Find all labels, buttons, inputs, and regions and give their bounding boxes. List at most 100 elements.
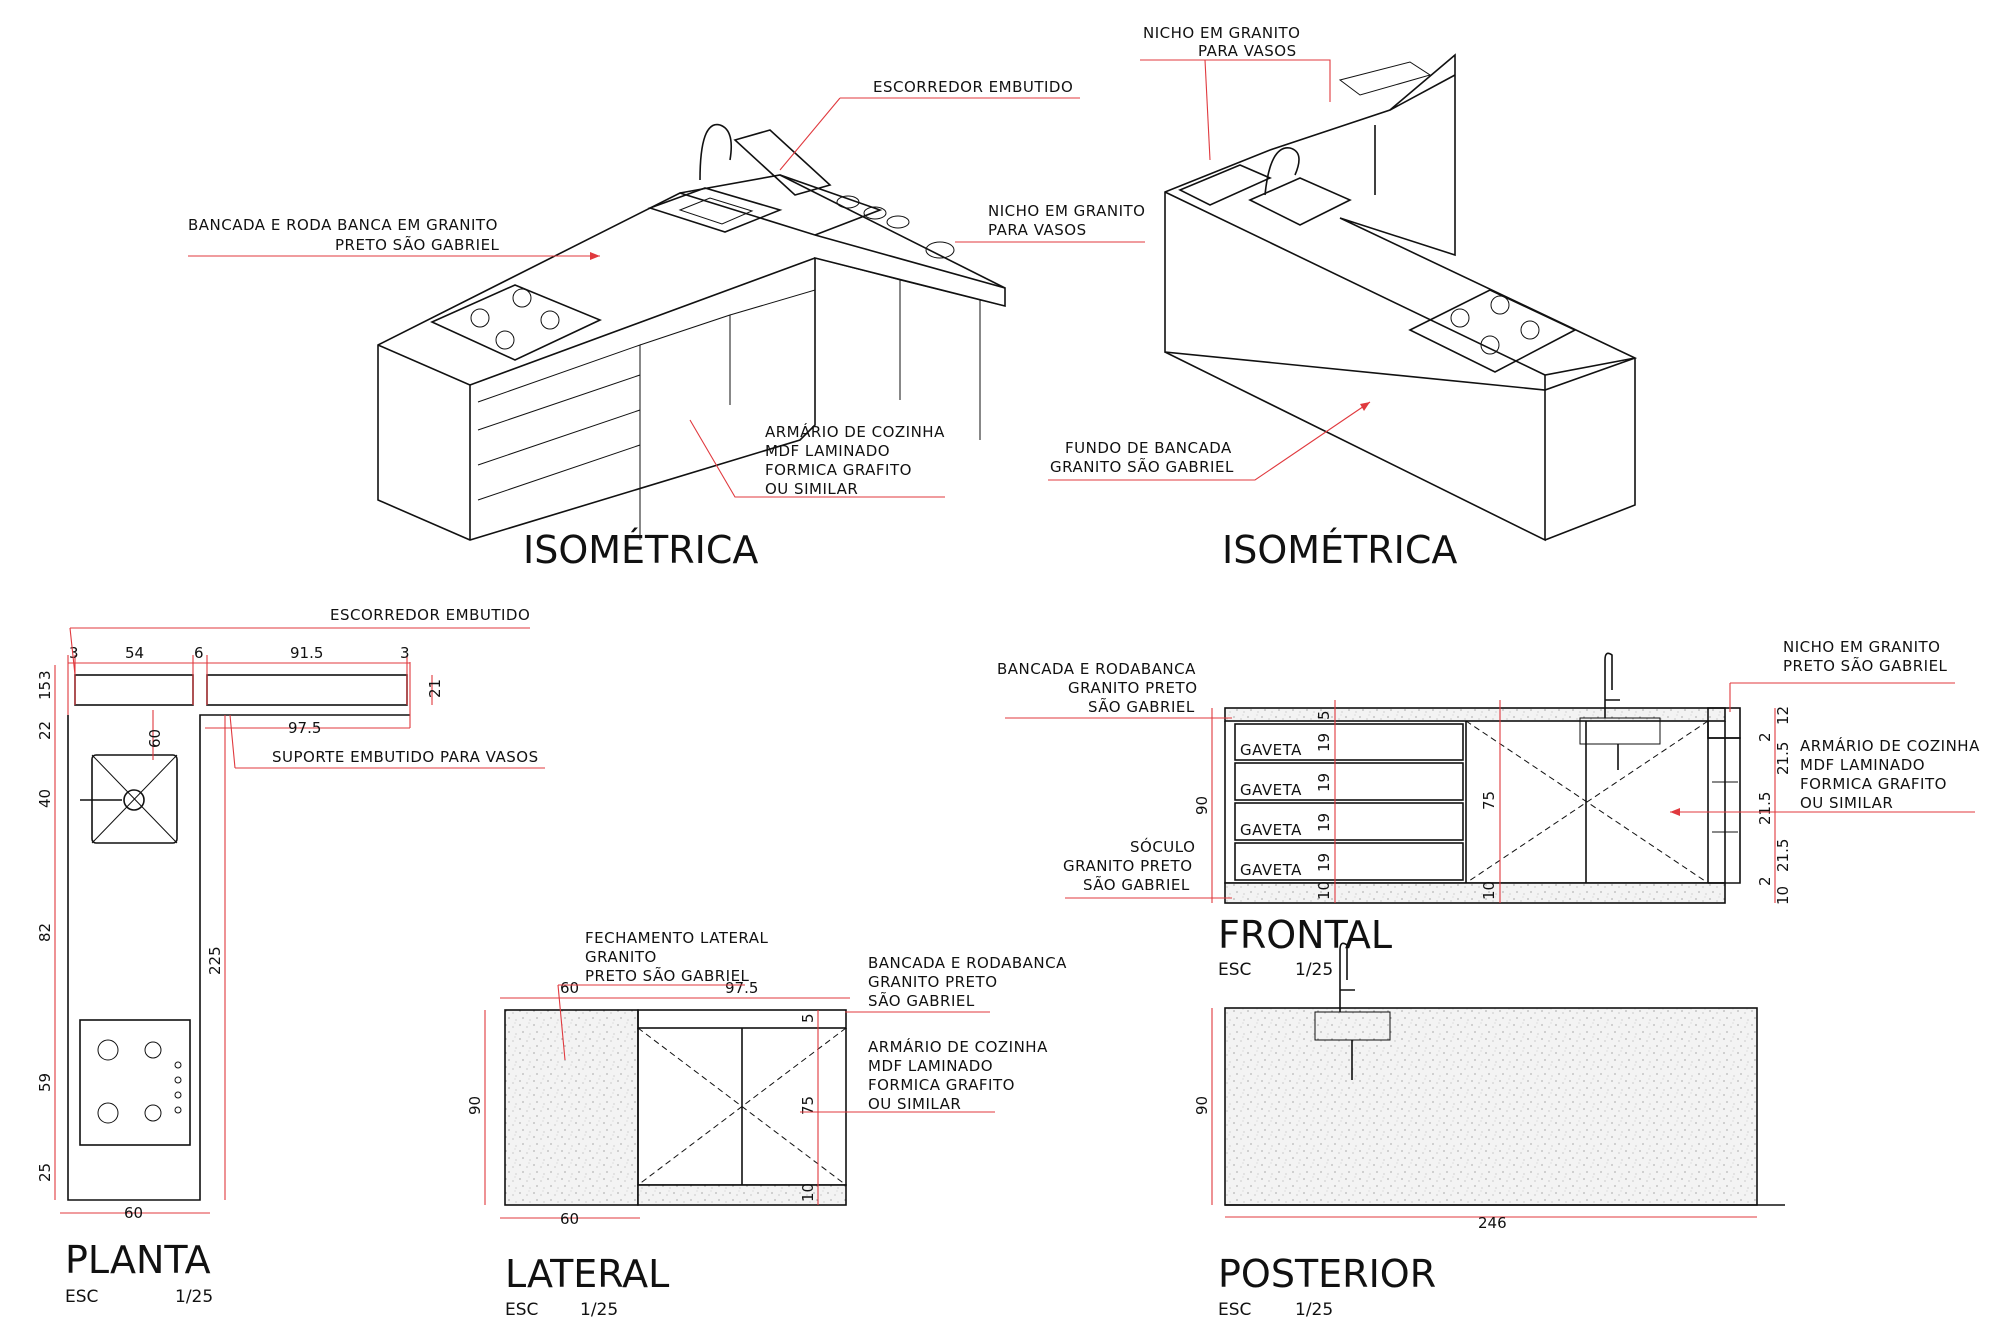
lateral-view: 90 60 97.5 60 5 75 10 FECHAMENTO LATERAL… xyxy=(466,929,1067,1320)
frontal-gaveta-4: GAVETA xyxy=(1240,861,1302,879)
label-fundo-iso-right-1: FUNDO DE BANCADA xyxy=(1065,439,1232,457)
frontal-gaveta-2: GAVETA xyxy=(1240,781,1302,799)
sink-iso-right xyxy=(1248,147,1352,226)
dim-posterior-90: 90 xyxy=(1193,1096,1211,1115)
dim-planta-top-3: 91.5 xyxy=(290,644,323,662)
label-nicho-frontal-1: NICHO EM GRANITO xyxy=(1783,638,1940,656)
title-lateral: LATERAL xyxy=(505,1252,669,1296)
label-armario-frontal-3: FORMICA GRAFITO xyxy=(1800,775,1947,793)
dim-frontal-right-5: 2 xyxy=(1756,876,1774,886)
label-soculo-frontal-1: SÓCULO xyxy=(1130,837,1195,856)
label-bancada-frontal-3: SÃO GABRIEL xyxy=(1088,697,1195,716)
label-armario-iso-left-3: FORMICA GRAFITO xyxy=(765,461,912,479)
label-armario-iso-left-1: ARMÁRIO DE COZINHA xyxy=(765,422,945,441)
dim-frontal-drawer-0: 5 xyxy=(1315,710,1333,720)
cooktop-planta xyxy=(79,1019,191,1146)
label-suporte-planta: SUPORTE EMBUTIDO PARA VASOS xyxy=(272,748,539,766)
dim-planta-left-6: 25 xyxy=(36,1163,54,1182)
posterior-sink-faucet xyxy=(1314,942,1391,1080)
dim-frontal-90: 90 xyxy=(1193,796,1211,815)
dim-posterior-246: 246 xyxy=(1478,1214,1507,1232)
frontal-sink-faucet xyxy=(1579,652,1661,770)
dim-frontal-drawer-5: 10 xyxy=(1315,881,1333,900)
dim-frontal-right-1: 2 xyxy=(1756,732,1774,742)
label-bancada-frontal-2: GRANITO PRETO xyxy=(1068,679,1198,697)
dim-planta-225: 225 xyxy=(206,946,224,975)
dim-frontal-drawer-3: 19 xyxy=(1315,813,1333,832)
label-armario-lateral-1: ARMÁRIO DE COZINHA xyxy=(868,1037,1048,1056)
dim-planta-60-bottom: 60 xyxy=(124,1204,143,1222)
dim-lateral-975: 97.5 xyxy=(725,979,758,997)
label-armario-lateral-3: FORMICA GRAFITO xyxy=(868,1076,1015,1094)
label-nicho-iso-right-1: NICHO EM GRANITO xyxy=(1143,24,1300,42)
dim-planta-top-1: 54 xyxy=(125,644,144,662)
esc-frontal-value: 1/25 xyxy=(1295,960,1333,980)
dim-lateral-10: 10 xyxy=(799,1183,817,1202)
frontal-view: GAVETA GAVETA GAVETA GAVETA 90 5 19 19 1… xyxy=(997,638,1980,980)
dim-planta-left-2: 22 xyxy=(36,721,54,740)
dim-frontal-right-6: 10 xyxy=(1774,886,1792,905)
dim-planta-top-2: 6 xyxy=(194,644,204,662)
label-bancada-lateral-1: BANCADA E RODABANCA xyxy=(868,954,1067,972)
cooktop-iso-left xyxy=(430,284,602,361)
drainer-iso-left xyxy=(733,129,832,196)
label-bancada-frontal-1: BANCADA E RODABANCA xyxy=(997,660,1196,678)
dim-lateral-75: 75 xyxy=(799,1096,817,1115)
label-armario-frontal-4: OU SIMILAR xyxy=(1800,794,1893,812)
dim-planta-left-0: 15 xyxy=(36,681,54,700)
dim-lateral-60-top: 60 xyxy=(560,979,579,997)
frontal-base-socle xyxy=(1224,882,1726,904)
label-nicho-iso-right-2: PARA VASOS xyxy=(1198,42,1297,60)
dim-frontal-drawer-4: 19 xyxy=(1315,853,1333,872)
label-bancada-lateral-3: SÃO GABRIEL xyxy=(868,991,975,1010)
frontal-gaveta-1: GAVETA xyxy=(1240,741,1302,759)
label-armario-lateral-4: OU SIMILAR xyxy=(868,1095,961,1113)
label-armario-lateral-2: MDF LAMINADO xyxy=(868,1057,993,1075)
label-soculo-frontal-2: GRANITO PRETO xyxy=(1063,857,1193,875)
title-posterior: POSTERIOR xyxy=(1218,1252,1436,1296)
dim-frontal-drawer-2: 19 xyxy=(1315,773,1333,792)
planta-view: 3 54 6 91.5 3 97.5 21 15 3 22 40 82 59 2… xyxy=(36,606,545,1307)
dim-frontal-right-2: 21.5 xyxy=(1774,742,1792,775)
dim-planta-left-5: 59 xyxy=(36,1073,54,1092)
esc-lateral: ESC xyxy=(505,1300,538,1320)
esc-frontal: ESC xyxy=(1218,960,1251,980)
label-bancada-iso-left-2: PRETO SÃO GABRIEL xyxy=(335,235,500,254)
dim-planta-21: 21 xyxy=(426,679,444,698)
esc-lateral-value: 1/25 xyxy=(580,1300,618,1320)
label-nicho-iso-left-2: PARA VASOS xyxy=(988,221,1087,239)
dim-planta-top-4: 3 xyxy=(400,644,410,662)
dim-frontal-right-3: 21.5 xyxy=(1756,792,1774,825)
label-fechamento-lateral-1: FECHAMENTO LATERAL xyxy=(585,929,769,947)
title-frontal: FRONTAL xyxy=(1218,913,1392,957)
label-fundo-iso-right-2: GRANITO SÃO GABRIEL xyxy=(1050,457,1234,476)
dim-frontal-drawer-1: 19 xyxy=(1315,733,1333,752)
dim-planta-left-1: 3 xyxy=(36,670,54,680)
title-isometrica-left: ISOMÉTRICA xyxy=(523,528,758,572)
isometric-left-view: ESCORREDOR EMBUTIDO BANCADA E RODA BANCA… xyxy=(188,78,1145,572)
label-armario-iso-left-4: OU SIMILAR xyxy=(765,480,858,498)
title-isometrica-right: ISOMÉTRICA xyxy=(1222,528,1457,572)
sink-iso-left xyxy=(647,123,783,233)
dim-lateral-90: 90 xyxy=(466,1096,484,1115)
label-nicho-iso-left-1: NICHO EM GRANITO xyxy=(988,202,1145,220)
dim-planta-left-4: 82 xyxy=(36,923,54,942)
label-armario-frontal-1: ARMÁRIO DE COZINHA xyxy=(1800,736,1980,755)
dim-frontal-right-0: 12 xyxy=(1774,706,1792,725)
dim-planta-top-0: 3 xyxy=(69,644,79,662)
dim-frontal-10: 10 xyxy=(1480,881,1498,900)
drainer-iso-right xyxy=(1178,164,1272,206)
label-fechamento-lateral-2: GRANITO xyxy=(585,948,657,966)
cooktop-iso-right xyxy=(1408,289,1577,373)
dim-lateral-5: 5 xyxy=(799,1013,817,1023)
dim-planta-left-3: 40 xyxy=(36,789,54,808)
dim-lateral-60-bottom: 60 xyxy=(560,1210,579,1228)
label-bancada-lateral-2: GRANITO PRETO xyxy=(868,973,998,991)
esc-posterior: ESC xyxy=(1218,1300,1251,1320)
label-soculo-frontal-3: SÃO GABRIEL xyxy=(1083,875,1190,894)
posterior-view: 90 246 POSTERIOR ESC 1/25 xyxy=(1193,942,1785,1320)
label-armario-frontal-2: MDF LAMINADO xyxy=(1800,756,1925,774)
frontal-gaveta-3: GAVETA xyxy=(1240,821,1302,839)
dim-planta-975: 97.5 xyxy=(288,719,321,737)
